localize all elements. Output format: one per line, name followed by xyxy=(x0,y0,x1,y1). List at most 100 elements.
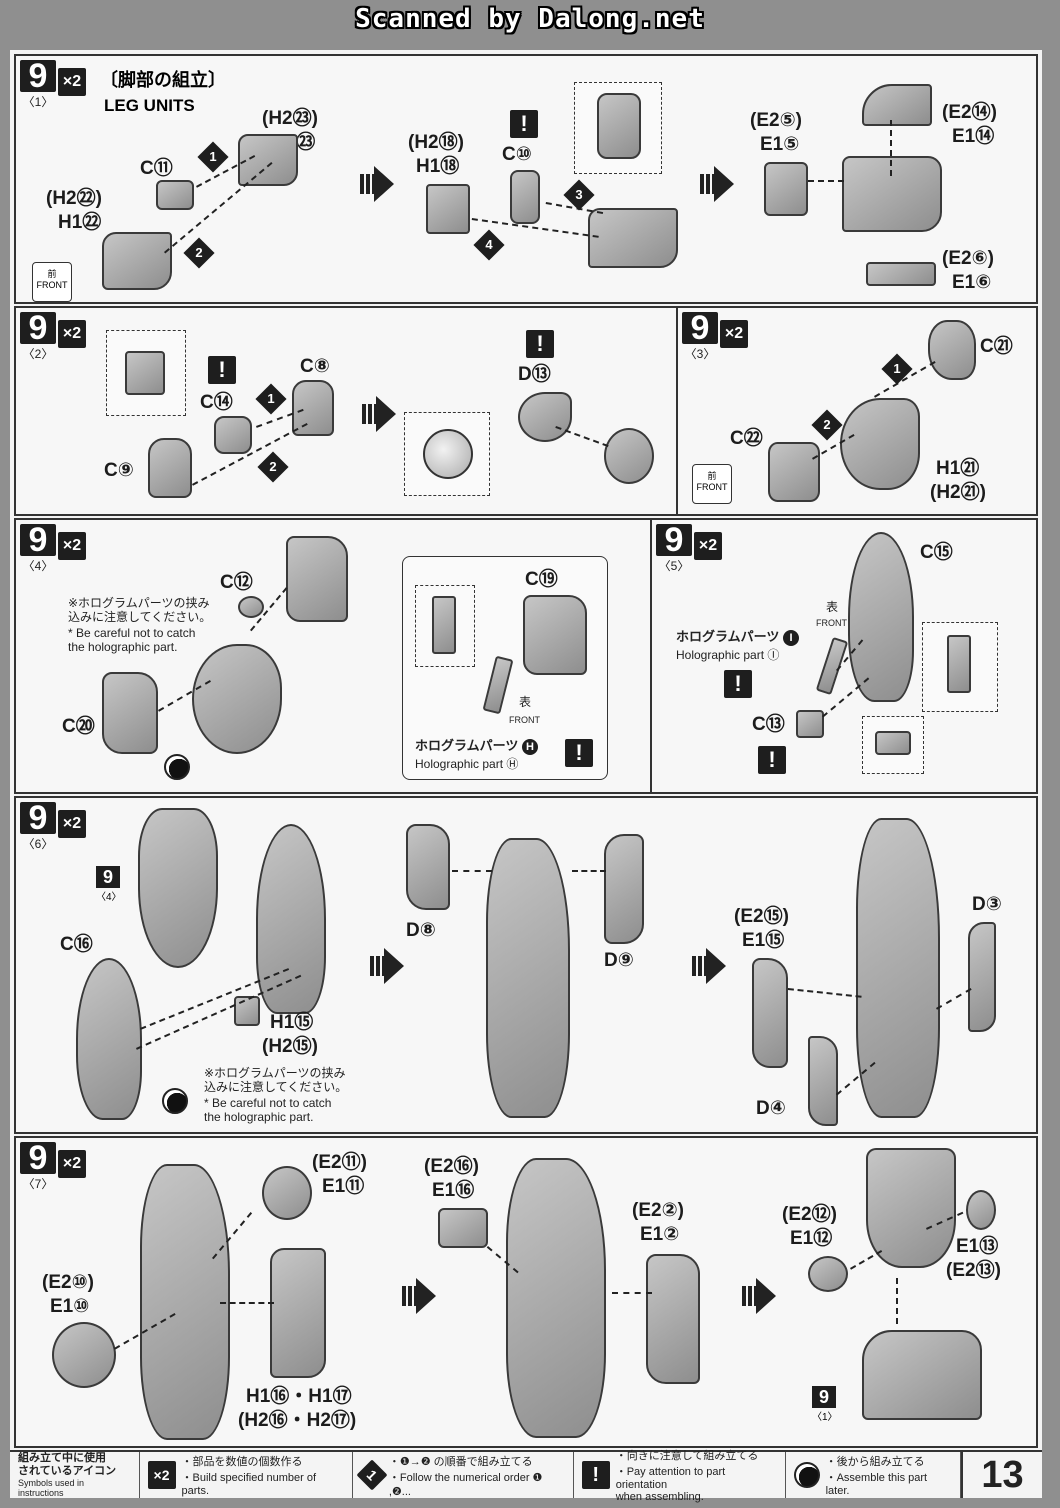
label-c22: C㉒ xyxy=(730,428,763,449)
front-tag-ja: 前 xyxy=(47,269,57,279)
detail-inset xyxy=(862,716,924,774)
part-e1-13 xyxy=(966,1190,996,1230)
part-d4 xyxy=(808,1036,838,1126)
panel-step-9-3: 9 〈3〉 ×2 C㉑ C㉒ H1㉑ (H2㉑) 1 2 前 FRONT xyxy=(676,306,1038,516)
part-leg-assembly xyxy=(486,838,570,1118)
label-e1-16: E1⑯ xyxy=(432,1180,475,1201)
sequence-mark-1: 1 xyxy=(881,353,913,385)
part-c8 xyxy=(292,380,334,436)
warning-icon: ! xyxy=(581,1461,610,1489)
caution-note-ja: ※ホログラムパーツの挟み 込みに注意してください。 xyxy=(204,1066,347,1094)
part-e1-5 xyxy=(764,162,808,216)
part-foot-assembly xyxy=(862,1330,982,1420)
label-e1-6: E1⑥ xyxy=(952,272,992,293)
sequence-mark-1: 1 xyxy=(197,141,229,173)
panel-step-9-1: 9 〈1〉 ×2 〔脚部の組立〕 LEG UNITS C⑪ (H2㉓) H1㉓ … xyxy=(14,54,1038,304)
label-e1-11: E1⑪ xyxy=(322,1176,365,1197)
label-e2-10: (E2⑩) xyxy=(42,1272,94,1293)
label-c11: C⑪ xyxy=(140,158,173,179)
label-e2-2: (E2②) xyxy=(632,1200,684,1221)
assembly-arrow xyxy=(555,426,609,448)
caution-note-ja-line1: ※ホログラムパーツの挟み xyxy=(68,596,210,610)
part-c22 xyxy=(768,442,820,502)
label-c10: C⑩ xyxy=(502,144,532,165)
legend-orientation-en-1: ・Pay attention to part orientation xyxy=(615,1466,726,1491)
caution-note-ja-line1: ※ホログラムパーツの挟み xyxy=(204,1066,346,1080)
quantity-badge: ×2 xyxy=(58,532,86,560)
label-c16: C⑯ xyxy=(60,934,93,955)
label-e1-13: E1⑬ xyxy=(956,1236,999,1257)
label-c8: C⑧ xyxy=(300,356,330,377)
assembly-arrow xyxy=(850,1250,883,1270)
label-c19: C⑲ xyxy=(525,569,558,590)
detail-inset xyxy=(574,82,662,174)
holographic-part-ja-text: ホログラムパーツ xyxy=(676,629,780,644)
scan-banner: Scanned by Dalong.net xyxy=(355,4,705,34)
part-c19 xyxy=(523,595,587,675)
legend-orientation: ! ・向きに注意して組み立てる ・Pay attention to part o… xyxy=(574,1450,786,1503)
front-side-ja: 表 xyxy=(826,600,839,614)
orientation-warning-icon: ! xyxy=(724,670,752,698)
orientation-warning-icon: ! xyxy=(565,739,593,767)
part-d3 xyxy=(968,922,996,1032)
step-substep: 〈5〉 xyxy=(658,559,690,573)
label-h2-18: (H2⑱) xyxy=(408,132,464,153)
label-c13: C⑬ xyxy=(752,714,785,735)
step-number: 9 xyxy=(20,311,56,345)
holographic-part-ja: ホログラムパーツ H xyxy=(415,739,538,755)
part-c11 xyxy=(156,180,194,210)
part-d8 xyxy=(406,824,450,910)
part-d13 xyxy=(518,392,572,442)
legend-sequence-en: ・Follow the numerical order ❶ ,❷... xyxy=(388,1471,543,1498)
label-d4: D④ xyxy=(756,1098,786,1119)
part-e1-6 xyxy=(866,262,936,286)
part-c20 xyxy=(102,672,158,754)
step-badge: 9 〈2〉 ×2 xyxy=(20,311,86,362)
step-reference-sub: 〈4〉 xyxy=(96,892,122,903)
caution-note-en: * Be careful not to catch the holographi… xyxy=(68,626,195,654)
orientation-warning-icon: ! xyxy=(510,110,538,138)
detail-inset xyxy=(922,622,998,712)
panel-step-9-4: 9 〈4〉 ×2 C⑫ ※ホログラムパーツの挟み 込みに注意してください。 * … xyxy=(14,518,652,794)
part-e1-16 xyxy=(438,1208,488,1248)
detail-inset xyxy=(404,412,490,496)
assemble-later-icon xyxy=(793,1462,820,1488)
label-e2-16: (E2⑯) xyxy=(424,1156,479,1177)
next-arrow xyxy=(402,1278,436,1314)
step-badge: 9 〈3〉 ×2 xyxy=(682,311,748,362)
caution-note-ja-line2: 込みに注意してください。 xyxy=(204,1080,348,1094)
label-e2-15: (E2⑮) xyxy=(734,906,789,927)
step-number: 9 xyxy=(656,523,692,557)
label-d8: D⑧ xyxy=(406,920,436,941)
label-d9: D⑨ xyxy=(604,950,634,971)
sequence-mark-4: 4 xyxy=(473,229,505,261)
front-tag-en: FRONT xyxy=(36,280,68,290)
label-e1-14: E1⑭ xyxy=(952,126,995,147)
holographic-part-letter: I xyxy=(782,630,799,646)
assembly-arrow xyxy=(896,1278,898,1324)
step-number: 9 xyxy=(20,523,56,557)
step-badge: 9 〈1〉 ×2 xyxy=(20,59,86,110)
step-number: 9 xyxy=(20,1141,56,1175)
step-substep: 〈1〉 xyxy=(22,95,54,109)
caution-note-en-line1: * Be careful not to catch xyxy=(204,1096,332,1110)
part-h1-21 xyxy=(840,398,920,490)
legend-orientation-en-2: when assembling. xyxy=(615,1491,704,1503)
next-arrow xyxy=(692,948,726,984)
label-h1-21: H1㉑ xyxy=(936,458,980,479)
sequence-mark-2: 2 xyxy=(811,409,843,441)
part-c13-detail xyxy=(875,731,911,755)
label-e2-12: (E2⑫) xyxy=(782,1204,837,1225)
orientation-warning-icon: ! xyxy=(526,330,554,358)
front-side-en: FRONT xyxy=(509,715,540,725)
quantity-badge: ×2 xyxy=(58,320,86,348)
legend-heading-en: Symbols used in instructions xyxy=(18,1478,85,1498)
step-substep: 〈7〉 xyxy=(22,1177,54,1191)
assembly-arrow xyxy=(612,1292,652,1294)
label-h2-15: (H2⑮) xyxy=(262,1036,318,1057)
orientation-warning-icon: ! xyxy=(208,356,236,384)
quantity-badge: ×2 xyxy=(58,68,86,96)
assembly-arrow xyxy=(808,180,844,182)
part-foot-body xyxy=(842,156,942,232)
label-c15: C⑮ xyxy=(920,542,953,563)
